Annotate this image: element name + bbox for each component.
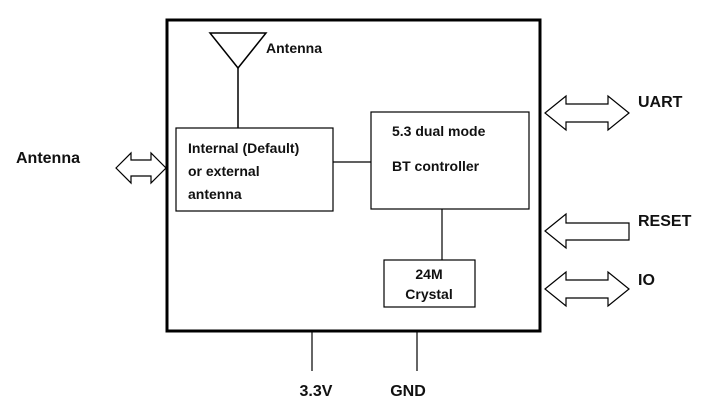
- antenna-block-line3: antenna: [188, 186, 242, 202]
- crystal-block-line2: Crystal: [405, 286, 452, 302]
- reset-input-arrow-icon: [544, 212, 630, 250]
- module-outline: [165, 18, 542, 333]
- antenna-block-line1: Internal (Default): [188, 140, 299, 156]
- antenna-double-arrow-icon: [115, 151, 167, 185]
- crystal-block: [383, 259, 476, 308]
- power-label: 3.3V: [300, 383, 333, 400]
- controller-block-line2: BT controller: [392, 158, 480, 174]
- antenna-symbol-icon: [208, 32, 268, 128]
- controller-block: [370, 111, 530, 210]
- ground-label: GND: [390, 383, 426, 400]
- io-label: IO: [638, 272, 655, 289]
- crystal-block-line1: 24M: [415, 266, 442, 282]
- uart-double-arrow-icon: [544, 94, 630, 132]
- external-antenna-label: Antenna: [16, 150, 80, 167]
- uart-label: UART: [638, 94, 683, 111]
- controller-block-line1: 5.3 dual mode: [392, 123, 486, 139]
- reset-label: RESET: [638, 213, 692, 230]
- antenna-block: [175, 127, 334, 212]
- antenna-block-line2: or external: [188, 163, 260, 179]
- io-double-arrow-icon: [544, 270, 630, 308]
- antenna-top-label: Antenna: [266, 40, 322, 56]
